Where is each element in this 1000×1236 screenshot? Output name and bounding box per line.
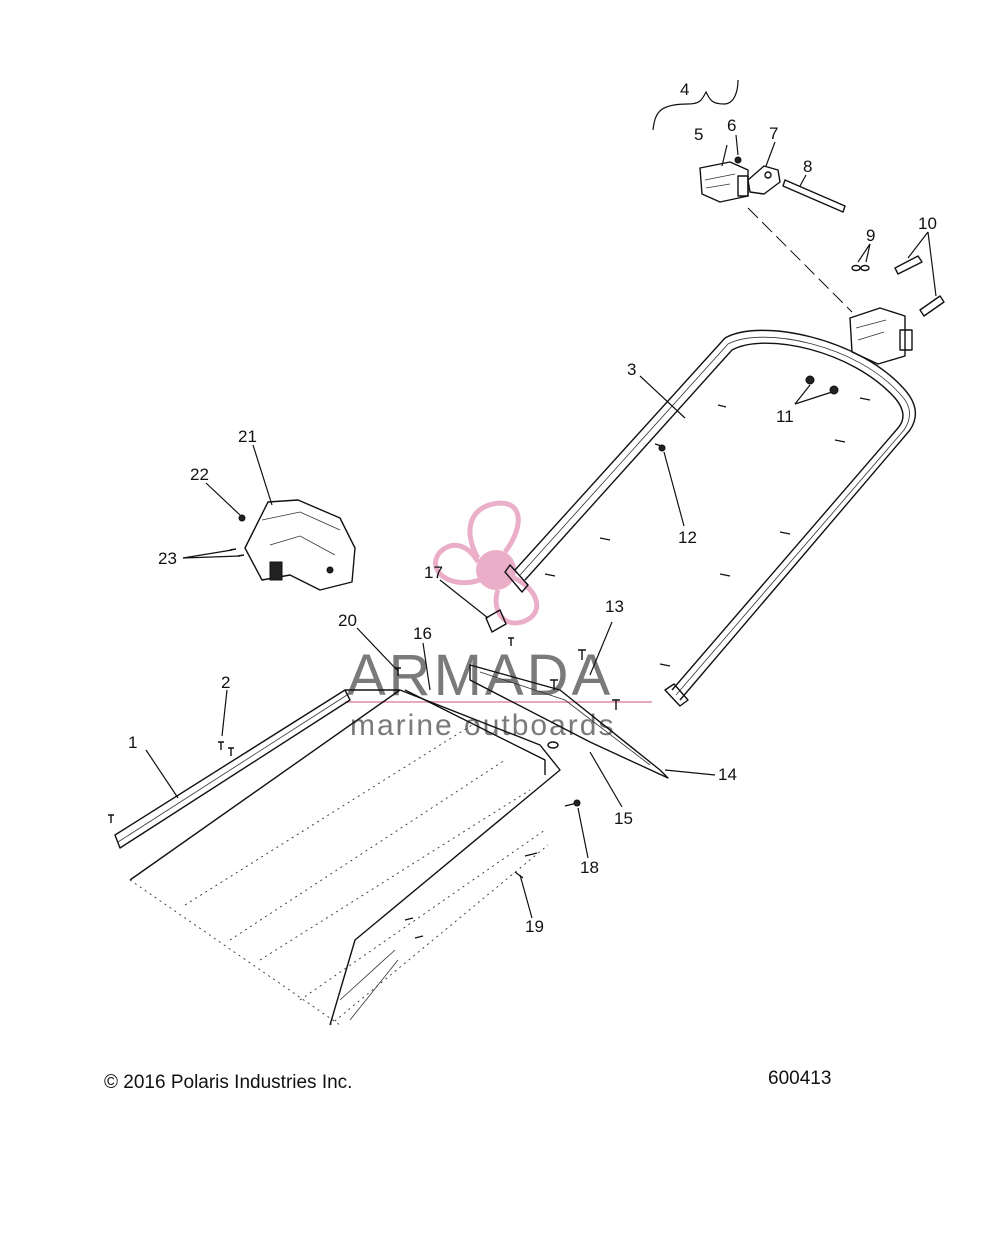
side-rail [108,667,401,849]
callout-5: 5 [694,125,703,144]
callout-11: 11 [776,407,794,426]
seal-strip [469,649,669,779]
watermark-logo [433,500,540,626]
callout-4: 4 [680,80,689,99]
frame-hinge [849,255,945,365]
hardware-bolts [404,799,581,939]
callout-6: 6 [727,116,736,135]
callout-21: 21 [238,427,257,446]
shroud-cover [229,499,356,591]
callout-7: 7 [769,124,778,143]
callout-23: 23 [158,549,177,568]
leader-lines [145,134,937,919]
callout-labels: 1 2 3 4 5 6 7 8 9 10 11 12 13 14 15 16 1… [128,80,937,936]
watermark-tagline: marine outboards [350,709,615,742]
callout-22: 22 [190,465,209,484]
callout-13: 13 [605,597,624,616]
callout-20: 20 [338,611,357,630]
callout-15: 15 [614,809,633,828]
callout-16: 16 [413,624,432,643]
callout-17: 17 [424,563,443,582]
copyright-notice: © 2016 Polaris Industries Inc. [104,1072,353,1093]
callout-1: 1 [128,733,137,752]
callout-19: 19 [525,917,544,936]
callout-18: 18 [580,858,599,877]
callout-10: 10 [918,214,937,233]
watermark-brand: ARMADA [347,643,613,708]
hinge-assembly-group [652,79,853,313]
drawing-number: 600413 [768,1068,832,1089]
knob [485,609,514,646]
callout-8: 8 [803,157,812,176]
callout-3: 3 [627,360,636,379]
callout-9: 9 [866,226,875,245]
tube-frame [504,329,917,707]
callout-2: 2 [221,673,230,692]
callout-12: 12 [678,528,697,547]
callout-14: 14 [718,765,737,784]
floor-panel [129,689,561,1026]
